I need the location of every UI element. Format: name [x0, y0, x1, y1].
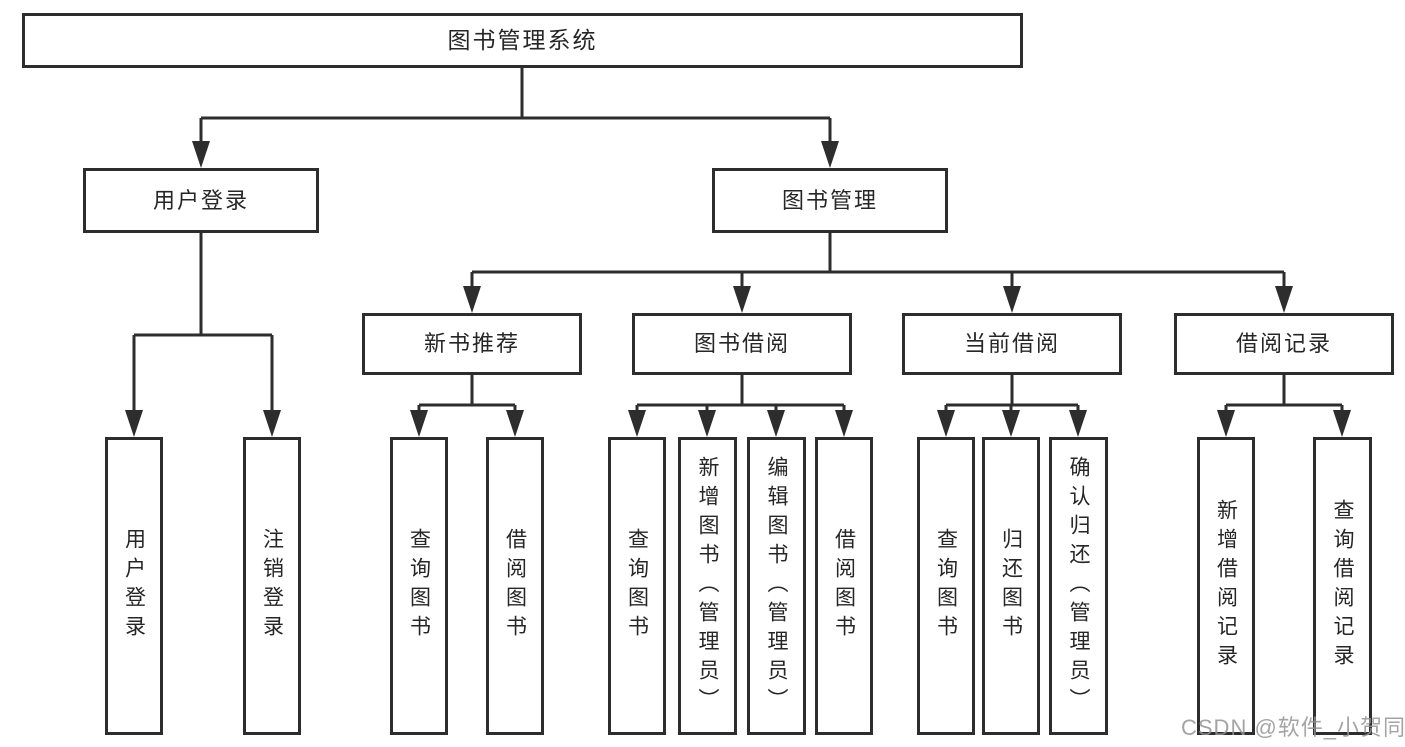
leaf-newbook-borrow-books: 借阅图书	[486, 437, 544, 735]
node-user-login: 用户登录	[83, 168, 319, 233]
leaf-borrowing-add-book-admin: 新增图书（管理员）	[678, 437, 737, 735]
leaf-logout: 注销登录	[243, 437, 301, 735]
watermark: CSDN @软件_小贺同学	[1181, 715, 1405, 740]
leaf-borrowing-borrow-books: 借阅图书	[815, 437, 873, 735]
node-borrowing-records: 借阅记录	[1174, 313, 1394, 375]
node-library-system: 图书管理系统	[22, 13, 1023, 68]
node-book-management: 图书管理	[712, 168, 948, 233]
leaf-current-confirm-return-admin: 确认归还（管理员）	[1049, 437, 1108, 735]
leaf-current-return-book: 归还图书	[982, 437, 1040, 735]
leaf-records-query-record: 查询借阅记录	[1313, 437, 1372, 735]
leaf-current-query-books: 查询图书	[917, 437, 975, 735]
node-book-borrowing: 图书借阅	[632, 313, 852, 375]
leaf-records-add-record: 新增借阅记录	[1197, 437, 1255, 735]
leaf-newbook-query-books: 查询图书	[390, 437, 448, 735]
leaf-user-login: 用户登录	[105, 437, 163, 735]
leaf-borrowing-query-books: 查询图书	[608, 437, 666, 735]
node-new-book-recommend: 新书推荐	[362, 313, 582, 375]
leaf-borrowing-edit-book-admin: 编辑图书（管理员）	[747, 437, 806, 735]
node-current-borrowing: 当前借阅	[902, 313, 1122, 375]
